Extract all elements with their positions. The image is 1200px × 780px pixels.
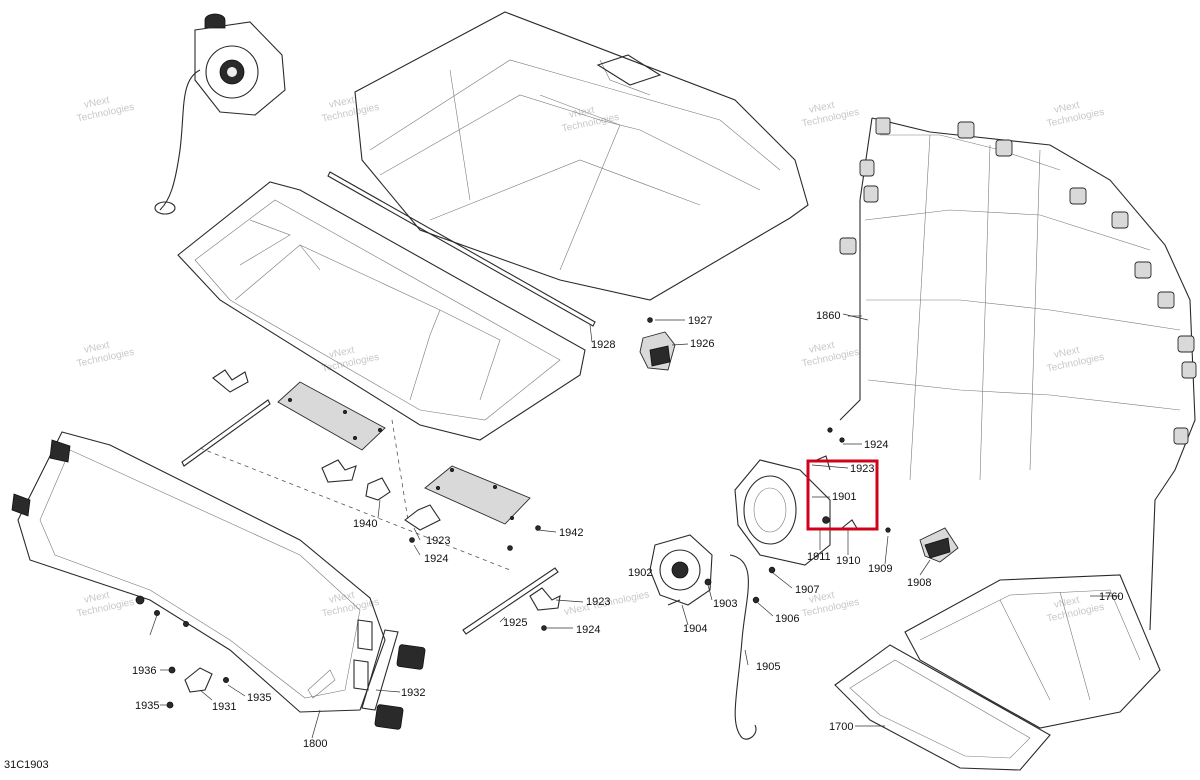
callout-1942: 1942 xyxy=(559,527,583,539)
watermark: vNext xyxy=(83,590,111,606)
speaker-center xyxy=(649,534,776,606)
callout-1928: 1928 xyxy=(591,339,615,351)
watermark: vNext xyxy=(83,95,111,111)
watermark: vNext xyxy=(83,340,111,356)
watermark: vNext xyxy=(328,590,356,606)
callout-1936: 1936 xyxy=(132,665,156,677)
callout-1911: 1911 xyxy=(807,551,831,563)
roof-panel-lower xyxy=(904,574,1161,729)
callout-1902: 1902 xyxy=(628,567,652,579)
callout-1931: 1931 xyxy=(212,701,236,713)
callout-1760: 1760 xyxy=(1099,591,1123,603)
tray-lower xyxy=(834,644,1051,771)
callout-1901: 1901 xyxy=(832,491,856,503)
watermark: vNext xyxy=(1053,100,1081,116)
callout-1905: 1905 xyxy=(756,661,780,673)
windshield-panel xyxy=(839,117,1197,631)
callout-1926: 1926 xyxy=(690,338,714,350)
center-bracket xyxy=(639,317,676,371)
callout-1924: 1924 xyxy=(424,553,448,565)
speaker-top-left xyxy=(154,13,286,215)
watermark: vNext xyxy=(568,105,596,121)
callout-1925: 1925 xyxy=(503,617,527,629)
callout-1908: 1908 xyxy=(907,577,931,589)
roof-panel xyxy=(354,11,809,301)
callout-1923: 1923 xyxy=(586,596,610,608)
watermark: vNext xyxy=(808,340,836,356)
watermark: vNext xyxy=(328,345,356,361)
callout-1903: 1903 xyxy=(713,598,737,610)
callout-1927: 1927 xyxy=(688,315,712,327)
diagram-id: 31C1903 xyxy=(4,759,49,771)
hand-grips xyxy=(361,629,426,730)
callout-1932: 1932 xyxy=(401,687,425,699)
callout-1909: 1909 xyxy=(868,563,892,575)
callout-1907: 1907 xyxy=(795,584,819,596)
left-brackets xyxy=(181,369,561,635)
callout-1924: 1924 xyxy=(864,439,888,451)
callout-1860: 1860 xyxy=(816,310,840,322)
cable-1905 xyxy=(729,554,757,740)
watermark: vNext xyxy=(1053,595,1081,611)
callout-1923: 1923 xyxy=(850,463,874,475)
watermark: vNext xyxy=(808,100,836,116)
callout-1924: 1924 xyxy=(576,624,600,636)
left-fasteners xyxy=(153,610,229,709)
callout-1904: 1904 xyxy=(683,623,707,635)
callout-1935: 1935 xyxy=(247,692,271,704)
rear-tray xyxy=(177,181,586,441)
callout-1940: 1940 xyxy=(353,518,377,530)
callout-1800: 1800 xyxy=(303,738,327,750)
callout-1700: 1700 xyxy=(829,721,853,733)
callout-labels: 1928 1927 1926 1860 1924 1923 1901 1911 … xyxy=(4,310,1123,771)
side-door-panel xyxy=(11,431,386,713)
callout-1935: 1935 xyxy=(135,700,159,712)
leader-lines xyxy=(149,313,1120,739)
seal-strip-1928 xyxy=(327,171,596,327)
watermark: vNext xyxy=(808,590,836,606)
watermark: vNext xyxy=(328,95,356,111)
callout-1910: 1910 xyxy=(836,555,860,567)
watermark: vNext xyxy=(1053,345,1081,361)
speaker-right xyxy=(734,427,959,566)
callout-1923: 1923 xyxy=(426,535,450,547)
callout-1906: 1906 xyxy=(775,613,799,625)
highlight-box xyxy=(806,459,879,531)
